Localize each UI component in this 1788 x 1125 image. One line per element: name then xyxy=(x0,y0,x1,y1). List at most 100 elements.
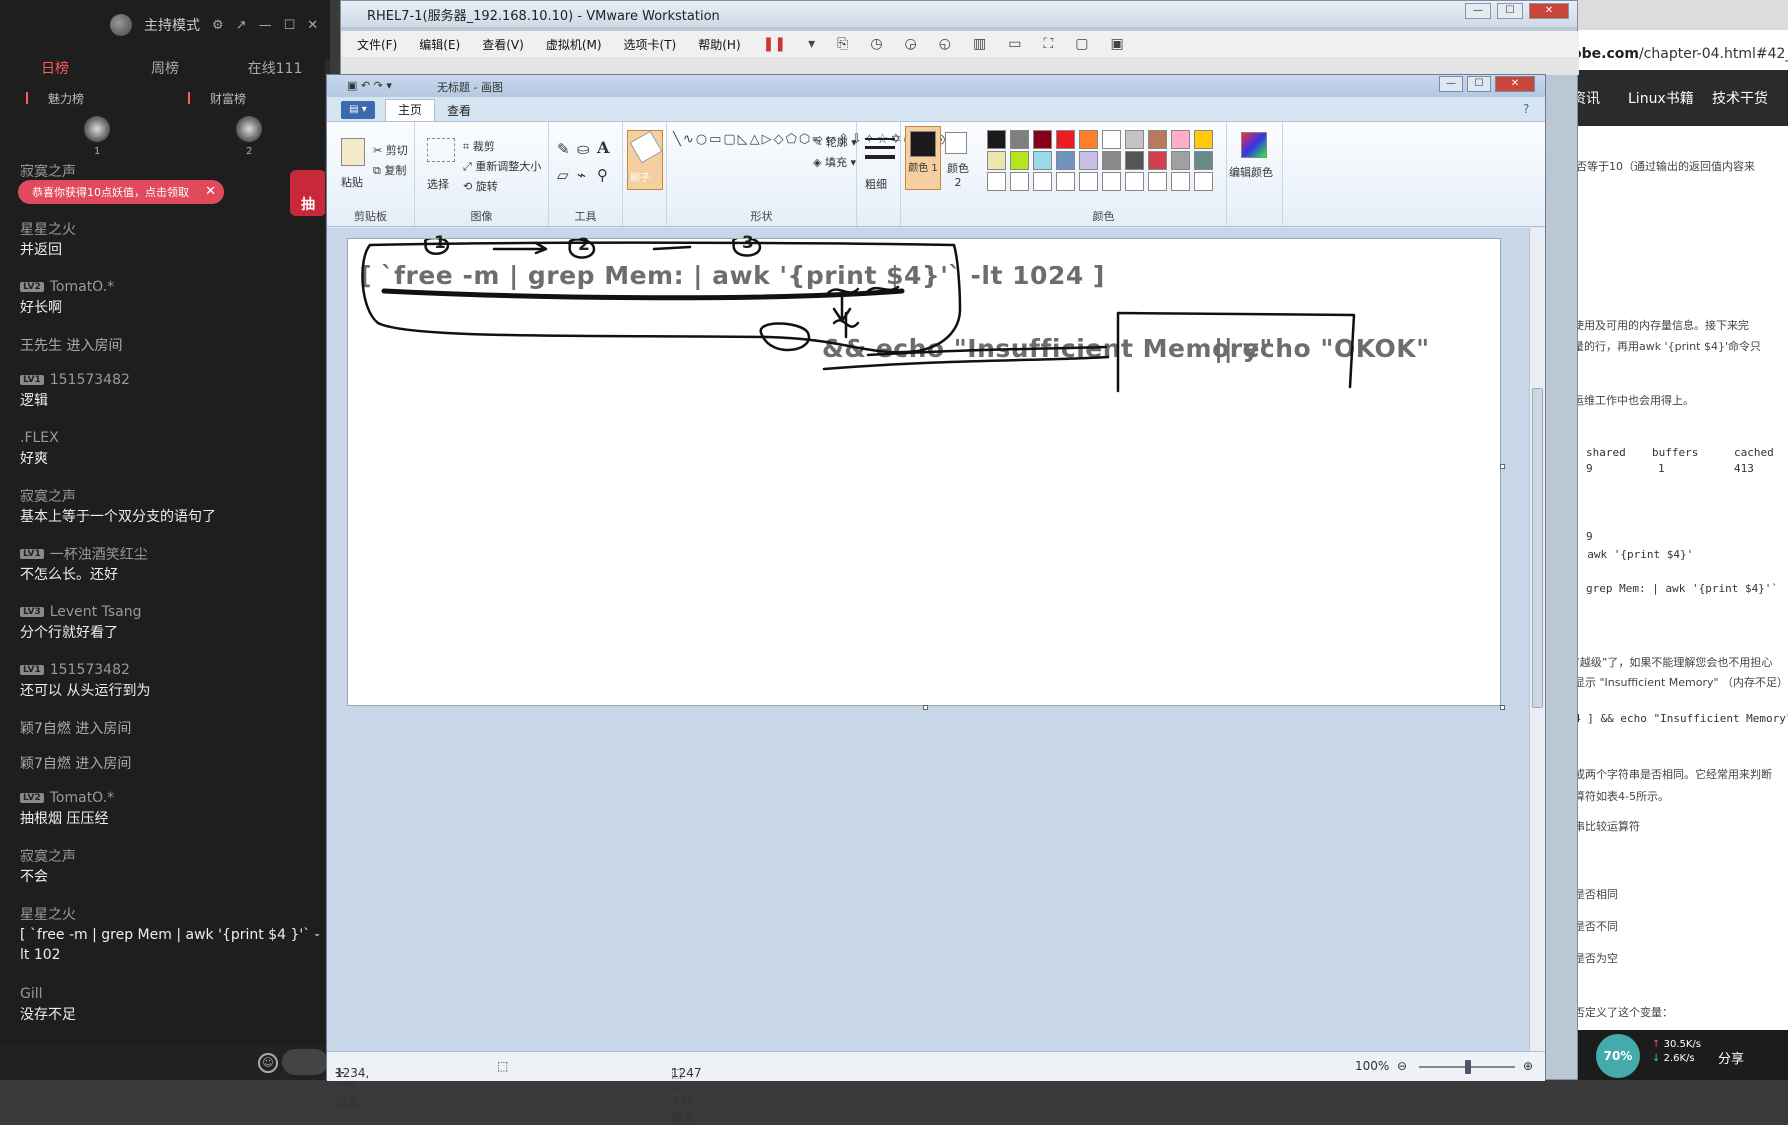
settings-icon[interactable]: ⚙ xyxy=(212,17,224,33)
zoom-in-icon[interactable]: ⊕ xyxy=(1523,1059,1534,1073)
view-switch-icon[interactable]: ▣ xyxy=(1110,36,1124,52)
chat-username[interactable]: 颖7自燃 进入房间 xyxy=(20,717,320,739)
color-swatch[interactable] xyxy=(1010,151,1029,170)
pause-icon[interactable]: ❚❚ xyxy=(762,36,787,52)
minimize-button[interactable]: — xyxy=(1465,3,1491,19)
color-swatch[interactable] xyxy=(1194,172,1213,191)
maximize-button[interactable]: ☐ xyxy=(1467,76,1491,92)
host-mode-label[interactable]: 主持模式 xyxy=(144,18,200,34)
browser-url[interactable]: obe.com/chapter-04.html#42_She xyxy=(1572,46,1788,62)
color-swatch[interactable] xyxy=(1033,151,1052,170)
sidebar-icon[interactable]: ▥ xyxy=(972,36,987,52)
edit-colors-icon[interactable] xyxy=(1241,132,1267,158)
console-view-icon[interactable]: ▭ xyxy=(1008,36,1022,52)
color-swatch[interactable] xyxy=(1056,130,1075,149)
tab-weekly[interactable]: 周榜 xyxy=(151,61,179,77)
tab-daily[interactable]: 日榜 xyxy=(41,61,69,77)
nav-item-tech[interactable]: 技术干货 xyxy=(1712,91,1768,107)
chat-username[interactable]: 寂寞之声 xyxy=(20,485,320,507)
paste-icon[interactable] xyxy=(341,138,365,166)
chat-username[interactable]: .FLEX xyxy=(20,427,320,449)
maximize-icon[interactable]: ☐ xyxy=(283,17,296,33)
fullscreen-icon[interactable]: ⛶ xyxy=(1043,36,1054,52)
close-icon[interactable]: ✕ xyxy=(205,184,216,199)
host-avatar[interactable] xyxy=(110,14,132,36)
color-swatch[interactable] xyxy=(1010,172,1029,191)
chat-username[interactable]: 王先生 进入房间 xyxy=(20,334,320,356)
menu-view[interactable]: 查看(V) xyxy=(482,37,524,52)
close-button[interactable]: ✕ xyxy=(1495,76,1535,92)
color-swatch[interactable] xyxy=(1171,130,1190,149)
shapes-gallery[interactable]: ╲∿○▭▢◺△▷◇⬠⬡⇨⇦⇧⇩✧☆✡▭◯◎▾ xyxy=(673,132,956,147)
menu-edit[interactable]: 编辑(E) xyxy=(419,37,461,52)
color-swatch[interactable] xyxy=(1171,172,1190,191)
color-swatch[interactable] xyxy=(987,151,1006,170)
color-swatch[interactable] xyxy=(1194,151,1213,170)
crop-button[interactable]: ⌗ 裁剪 xyxy=(463,138,495,154)
color-swatch[interactable] xyxy=(987,172,1006,191)
fill-button[interactable]: ◈ 填充 ▾ xyxy=(813,156,856,169)
send-button[interactable] xyxy=(282,1049,328,1075)
pencil-icon[interactable]: ✎ xyxy=(557,140,570,158)
tab-view[interactable]: 查看 xyxy=(447,104,472,118)
color-swatch[interactable] xyxy=(1056,151,1075,170)
emoji-icon[interactable]: ☺ xyxy=(258,1053,278,1073)
canvas-resize-handle[interactable] xyxy=(923,705,928,710)
color-swatch[interactable] xyxy=(1148,151,1167,170)
performance-gauge[interactable]: 70% xyxy=(1596,1034,1640,1078)
chat-username[interactable]: 颖7自燃 进入房间 xyxy=(20,752,320,774)
zoom-slider-thumb[interactable] xyxy=(1465,1060,1471,1074)
edit-colors-button[interactable]: 编辑颜色 xyxy=(1229,166,1273,179)
menu-file[interactable]: 文件(F) xyxy=(357,37,398,52)
color-swatch[interactable] xyxy=(1102,130,1121,149)
maximize-button[interactable]: ☐ xyxy=(1497,3,1523,19)
share-button[interactable]: 分享 xyxy=(1718,1052,1745,1067)
minimize-icon[interactable]: — xyxy=(258,17,272,33)
external-icon[interactable]: ↗ xyxy=(235,17,247,33)
size-button[interactable]: 粗细 xyxy=(865,178,887,191)
color-swatch[interactable] xyxy=(1125,172,1144,191)
chat-username[interactable]: 寂寞之声 xyxy=(20,160,320,182)
text-tool-icon[interactable]: A xyxy=(597,138,610,157)
color-swatch[interactable] xyxy=(1033,172,1052,191)
send-keys-icon[interactable]: ⎘ xyxy=(837,36,849,52)
chat-username[interactable]: 寂寞之声 xyxy=(20,845,320,867)
color-swatch[interactable] xyxy=(1102,172,1121,191)
reward-notice[interactable]: 恭喜你获得10点妖值，点击领取 ✕ xyxy=(18,180,224,204)
color-swatch[interactable] xyxy=(1194,130,1213,149)
outline-button[interactable]: ✎ 轮廓 ▾ xyxy=(813,136,857,149)
color-swatch[interactable] xyxy=(1033,130,1052,149)
zoom-out-icon[interactable]: ⊖ xyxy=(1397,1059,1408,1073)
color-swatch[interactable] xyxy=(1148,130,1167,149)
rank-avatar-2[interactable] xyxy=(236,116,262,142)
nav-item-news[interactable]: 资讯 xyxy=(1572,91,1600,107)
cut-button[interactable]: ✂ 剪切 xyxy=(373,142,408,158)
fill-bucket-icon[interactable]: ⛀ xyxy=(577,140,590,158)
close-icon[interactable]: ✕ xyxy=(307,17,319,33)
color-swatch[interactable] xyxy=(1079,172,1098,191)
lucky-draw-button[interactable]: 抽 xyxy=(290,170,326,216)
eraser-icon[interactable]: ▱ xyxy=(557,166,569,184)
close-button[interactable]: ✕ xyxy=(1529,3,1569,19)
unity-icon[interactable]: ▢ xyxy=(1075,36,1089,52)
menu-tabs[interactable]: 选项卡(T) xyxy=(623,37,677,52)
subtab-charm[interactable]: 魅力榜 xyxy=(48,91,85,106)
help-icon[interactable]: ? xyxy=(1523,102,1530,116)
rank-avatar-1[interactable] xyxy=(84,116,110,142)
file-menu-button[interactable]: ▤ ▾ xyxy=(341,101,375,119)
copy-button[interactable]: ⧉ 复制 xyxy=(373,162,406,178)
select-icon[interactable] xyxy=(427,138,455,162)
color-swatch[interactable] xyxy=(1079,151,1098,170)
menu-vm[interactable]: 虚拟机(M) xyxy=(545,37,602,52)
canvas-resize-handle[interactable] xyxy=(1500,705,1505,710)
color-swatch[interactable] xyxy=(1010,130,1029,149)
resize-button[interactable]: ⤢ 重新调整大小 xyxy=(463,158,541,174)
paste-button[interactable]: 粘贴 xyxy=(341,176,363,189)
canvas-vertical-scrollbar[interactable] xyxy=(1529,228,1545,1051)
chat-username[interactable]: Gill xyxy=(20,983,320,1005)
select-button[interactable]: 选择 xyxy=(427,178,449,191)
